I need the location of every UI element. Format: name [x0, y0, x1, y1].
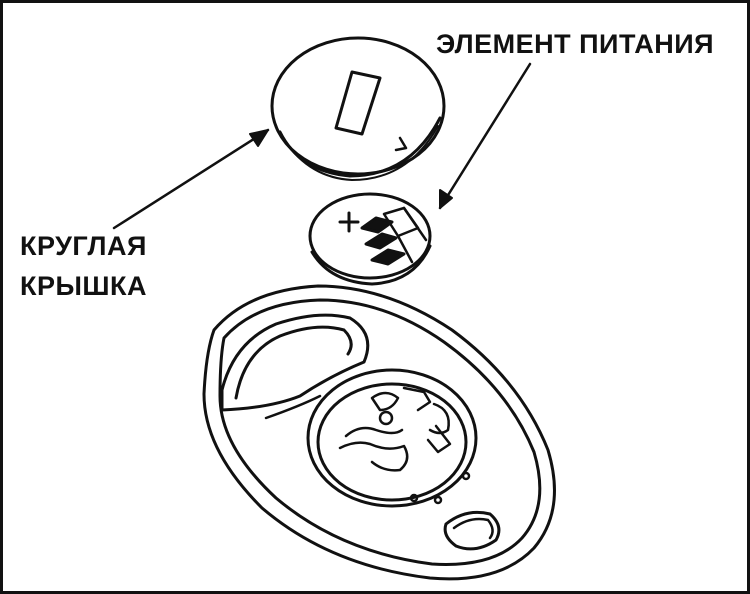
- cover-label-line1: КРУГЛАЯ: [20, 231, 147, 261]
- coin-battery-icon: [308, 192, 432, 286]
- key-fob-housing-icon: [202, 284, 556, 581]
- cover-label-line2: КРЫШКА: [20, 271, 148, 301]
- battery-label: ЭЛЕМЕНТ ПИТАНИЯ: [436, 29, 715, 59]
- round-cover-icon: [270, 36, 446, 181]
- leader-line-battery: [438, 62, 532, 210]
- cover-label: КРУГЛАЯ КРЫШКА: [20, 226, 147, 306]
- leader-line-cover: [112, 128, 270, 230]
